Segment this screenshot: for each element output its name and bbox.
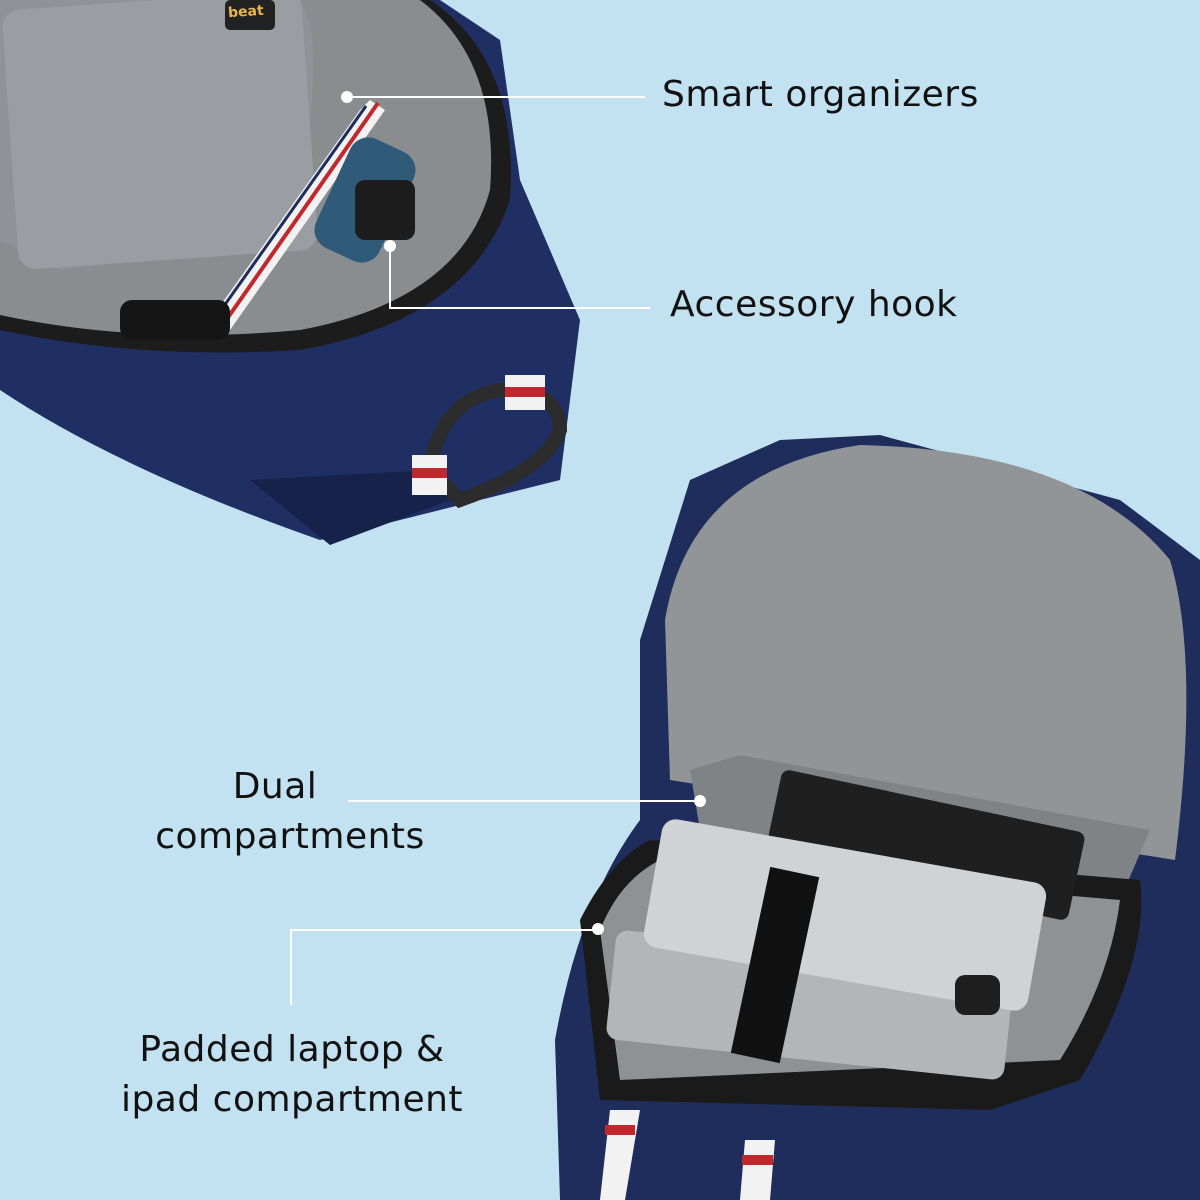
callout-dual-line1: Dual [232, 766, 318, 807]
callout-dual-line2: compartments [155, 816, 425, 857]
main-compartment-lining [665, 445, 1187, 860]
callout-dual-compartments: Dual compartments [140, 762, 440, 862]
callout-smart-organizers: Smart organizers [662, 74, 979, 115]
callout-padded-line2: ipad compartment [120, 1079, 464, 1120]
brand-tag: beat [227, 2, 265, 22]
callout-dots [341, 91, 706, 935]
callout-accessory-hook: Accessory hook [670, 284, 958, 325]
top-backpack-image [0, 0, 580, 545]
leader-lines [290, 96, 700, 1005]
bottom-backpack-image [555, 435, 1200, 1200]
ipad [643, 819, 1047, 1011]
callout-padded-compartment: Padded laptop & ipad compartment [112, 1025, 472, 1125]
elastic-strap [730, 866, 820, 1064]
callout-padded-line1: Padded laptop & [139, 1029, 445, 1070]
